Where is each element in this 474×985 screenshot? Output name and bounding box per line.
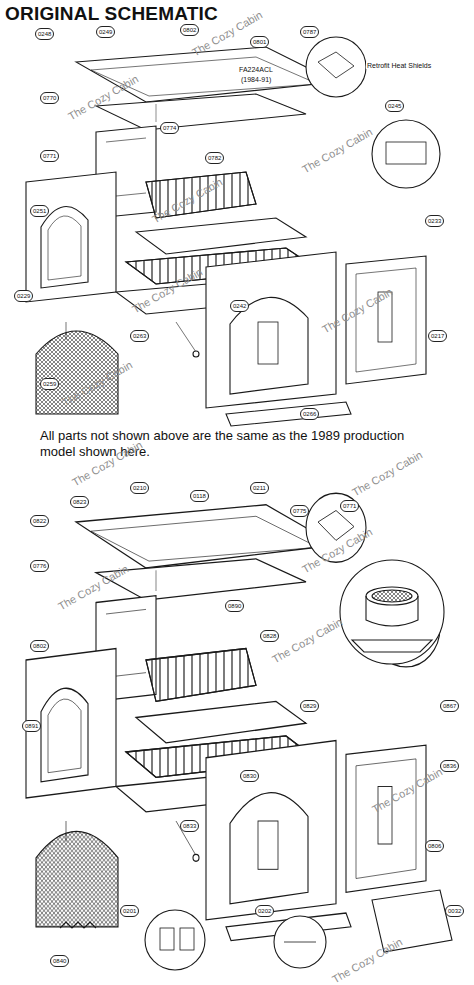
callout-number: 0890 <box>225 600 244 612</box>
callout-number: 0802 <box>180 24 199 36</box>
callout-number: 0248 <box>35 28 54 40</box>
note-text: All parts not shown above are the same a… <box>40 428 430 460</box>
callout-number: 0229 <box>14 290 33 302</box>
callout-number: 0217 <box>428 330 447 342</box>
callout-number: 0774 <box>160 122 179 134</box>
part-note: (1984-91) <box>240 76 272 83</box>
callout-number: 0233 <box>425 215 444 227</box>
callout-number: 0828 <box>260 630 279 642</box>
callout-number: 0771 <box>340 500 359 512</box>
callout-number: 0201 <box>120 905 139 917</box>
callout-number: 0251 <box>30 205 49 217</box>
callout-number: 0891 <box>22 720 41 732</box>
page-title: ORIGINAL SCHEMATIC <box>5 3 218 25</box>
callout-number: 0118 <box>190 490 209 502</box>
callout-number: 0867 <box>440 700 459 712</box>
callout-number: 0840 <box>50 955 69 967</box>
callout-number: 0836 <box>440 760 459 772</box>
callout-number: 0210 <box>130 482 149 494</box>
callout-number: 0245 <box>385 100 404 112</box>
callout-number: 0259 <box>40 378 59 390</box>
callout-number: 0829 <box>300 700 319 712</box>
callout-number: 0806 <box>425 840 444 852</box>
callout-number: 0775 <box>290 505 309 517</box>
callout-number: 0776 <box>30 560 49 572</box>
callout-number: 0770 <box>40 92 59 104</box>
callout-number: 0801 <box>250 36 269 48</box>
part-note: FA224ACL <box>238 66 274 73</box>
callout-number: 0266 <box>300 408 319 420</box>
detail-circles <box>60 560 452 970</box>
callout-number: 0211 <box>250 482 269 494</box>
callout-number: 0823 <box>70 496 89 508</box>
callout-number: 0782 <box>205 152 224 164</box>
callout-number: 0242 <box>230 300 249 312</box>
callout-number: 0771 <box>40 150 59 162</box>
callout-number: 0202 <box>255 905 274 917</box>
callout-number: 0822 <box>30 515 49 527</box>
part-note: Retrofit Heat Shields <box>366 62 432 69</box>
watermark: The Cozy Cabin <box>330 936 404 985</box>
callout-number: 0833 <box>180 820 199 832</box>
watermark: The Cozy Cabin <box>300 126 374 176</box>
callout-number: 0830 <box>240 770 259 782</box>
watermark: The Cozy Cabin <box>270 616 344 666</box>
callout-number: 0802 <box>30 640 49 652</box>
watermark: The Cozy Cabin <box>350 449 424 499</box>
callout-number: 0787 <box>300 26 319 38</box>
callout-number: 0249 <box>96 26 115 38</box>
callout-number: 0032 <box>445 905 464 917</box>
top-exploded-view <box>26 37 440 426</box>
callout-number: 0263 <box>130 330 149 342</box>
bottom-exploded-view <box>26 493 440 940</box>
